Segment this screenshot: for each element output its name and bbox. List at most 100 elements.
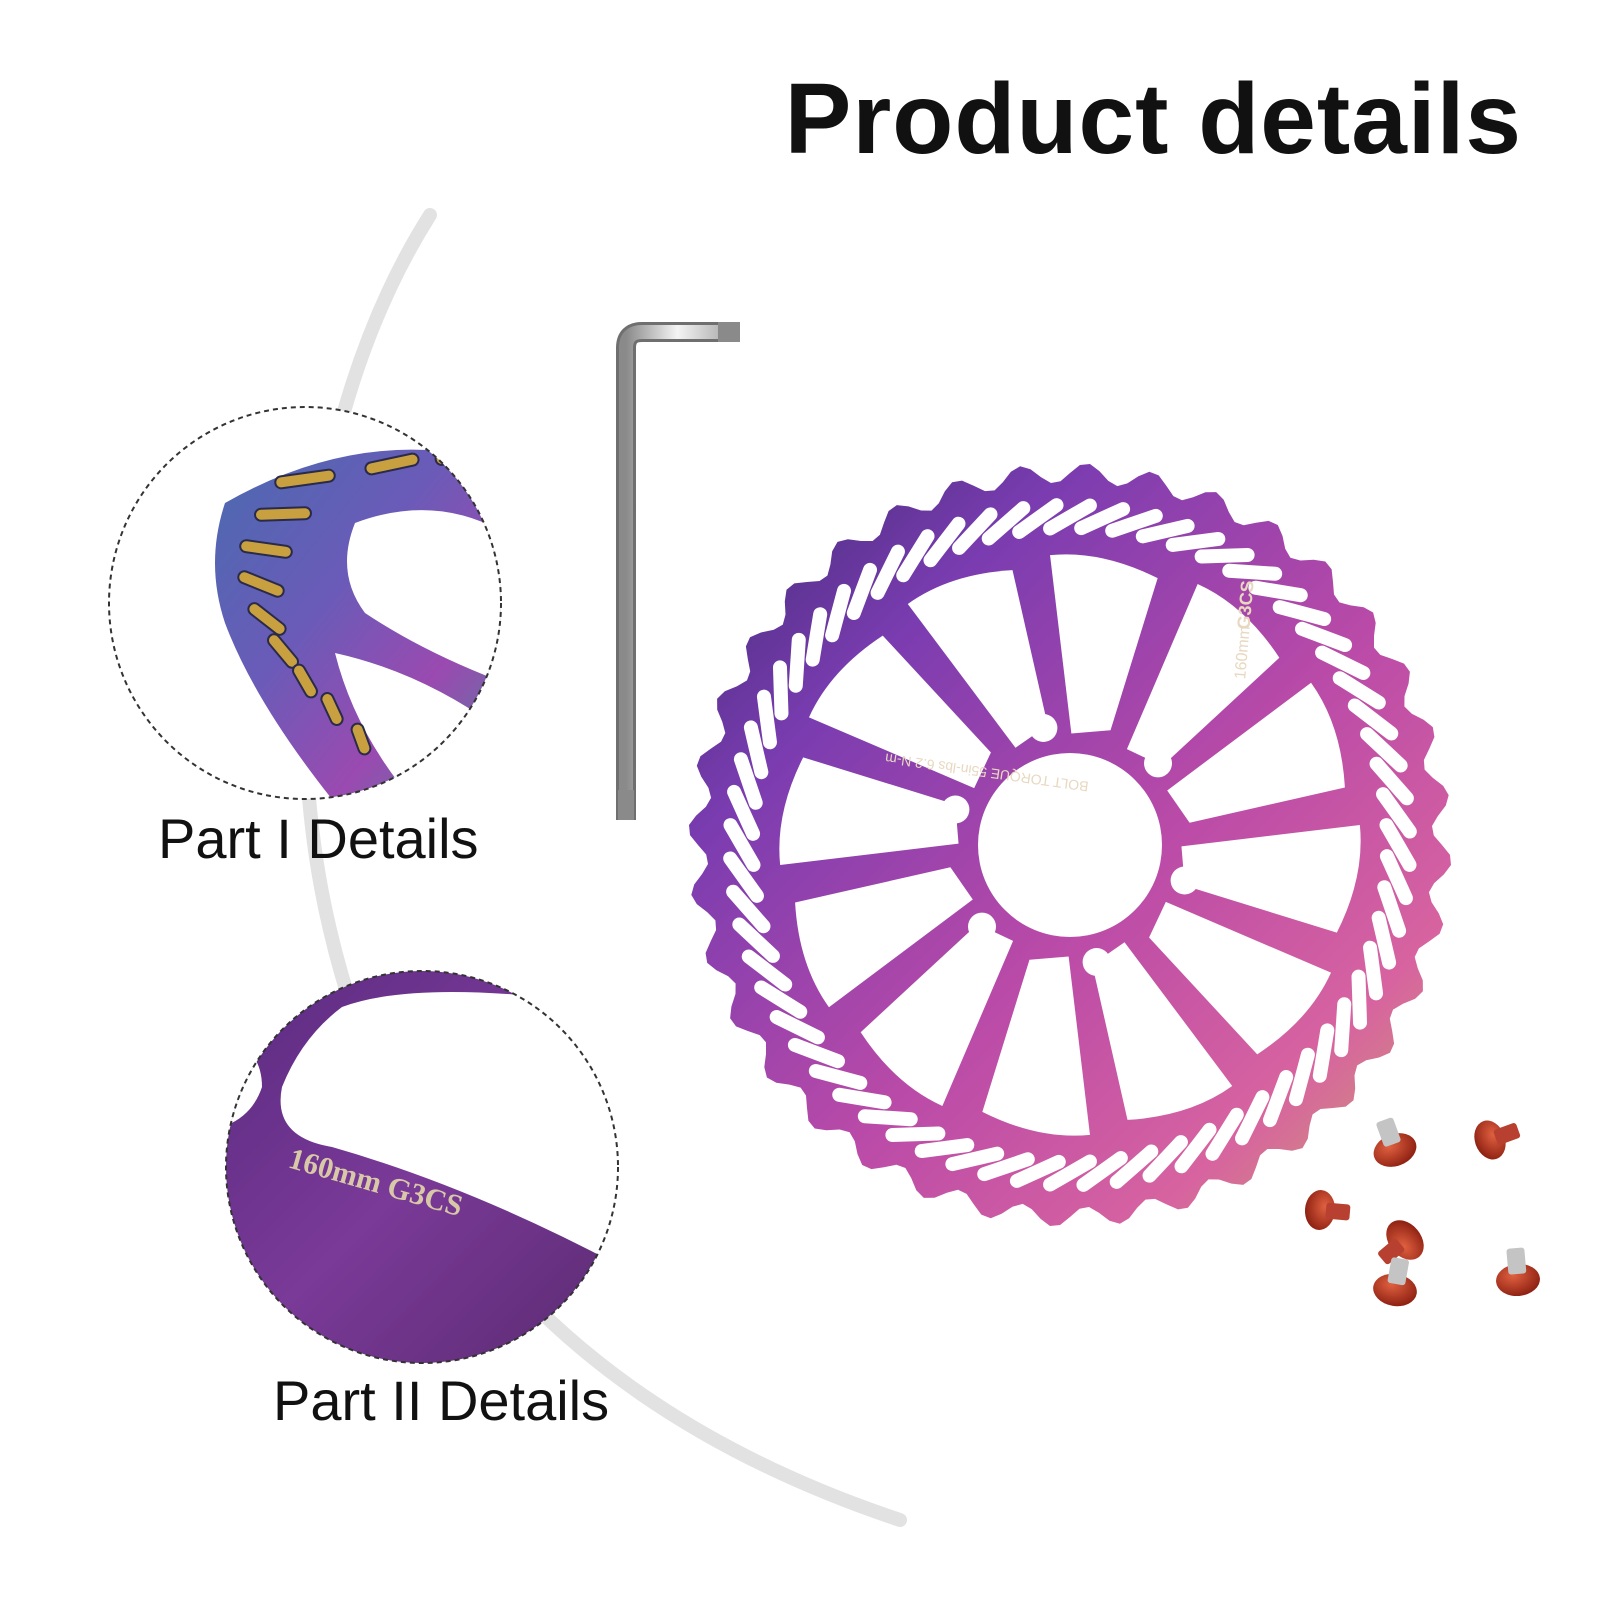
rotor-slot	[726, 884, 771, 934]
rotor-bolt-hole	[941, 795, 970, 824]
rotor-slot	[1135, 518, 1195, 544]
detail-circle-part-2: 160mm G3CS	[222, 967, 622, 1367]
rotor-slot	[1105, 508, 1163, 538]
rotor-bolt-icon	[1373, 1257, 1417, 1307]
rotor-slot	[1043, 1154, 1097, 1192]
rotor-bolt-hole	[1029, 714, 1058, 742]
rotor-slot	[727, 784, 761, 841]
rotor-slot	[1222, 563, 1283, 581]
rotor-slot	[1076, 1151, 1128, 1192]
detail-label-part-2: Part II Details	[273, 1369, 610, 1432]
rotor-slot	[732, 917, 780, 963]
rotor-slot	[832, 1087, 892, 1110]
rotor-slot	[787, 1037, 845, 1069]
rotor-slot	[1371, 910, 1397, 970]
rotor-slot	[723, 818, 761, 872]
rotor-slot	[1288, 1047, 1315, 1107]
rotor-slot	[952, 507, 998, 555]
rotor-slot	[1165, 531, 1226, 552]
rotor-slot	[1332, 671, 1386, 710]
rotor-slot	[1009, 1154, 1066, 1188]
rotor-slot	[870, 544, 905, 600]
rotor-slot	[805, 607, 828, 667]
rotor-slot	[923, 516, 966, 568]
rotor-cutout	[795, 867, 973, 1008]
rotor-slot	[1379, 849, 1413, 906]
rotor-slot	[846, 562, 878, 620]
rotor-slot	[896, 529, 935, 583]
rotor-cutout	[982, 956, 1090, 1136]
rotor-slot	[772, 660, 789, 721]
rotor-cutout	[1181, 825, 1361, 933]
rotor-slot	[914, 1138, 975, 1159]
rotor-cutout	[907, 570, 1048, 748]
rotor-slot	[1142, 1135, 1188, 1183]
torx-key-icon	[616, 322, 740, 820]
rotor-slot	[977, 1152, 1035, 1182]
rotor-slot	[885, 1126, 946, 1143]
rotor-cutout	[860, 924, 1014, 1107]
rotor-bolt-icon	[1496, 1247, 1540, 1297]
rotor-slot	[1363, 940, 1384, 1001]
rotor-cutout	[808, 635, 991, 789]
rotor-bolt-hole	[968, 912, 996, 941]
rotor-slot	[1262, 1070, 1294, 1128]
rotor-slot	[1369, 756, 1414, 806]
detail-label-part-1: Part I Details	[158, 807, 479, 870]
rotor-center-hole	[978, 753, 1162, 937]
rotor-slot	[1205, 1107, 1244, 1161]
rotor-bolt-icon	[1378, 1220, 1424, 1265]
rotor-slot	[1295, 621, 1353, 653]
rotor-slot	[1043, 498, 1097, 536]
rotor-slot	[1194, 547, 1255, 564]
rotor-cutout	[1149, 901, 1332, 1055]
rotor-slot	[1012, 498, 1064, 539]
rotor-slot	[945, 1146, 1005, 1172]
rotor-bolts	[1304, 1117, 1540, 1307]
rotor-cutout	[779, 757, 959, 865]
rotor-slot	[769, 1010, 825, 1045]
rotor-slot	[1312, 1023, 1335, 1083]
rotor-engraving-size: 160mm	[1232, 625, 1254, 680]
rotor-slot	[1235, 1090, 1270, 1146]
rotor-slot	[808, 1063, 868, 1090]
rotor-cutout	[1092, 942, 1233, 1120]
rotor-cutout	[1126, 583, 1280, 766]
rotor-slot	[1272, 600, 1332, 627]
rotor-slot	[756, 689, 777, 750]
rotor-slot	[1379, 818, 1417, 872]
rotor-bolt-icon	[1474, 1120, 1521, 1160]
disc-brake-rotor-icon: 160mm G3CS BOLT TORQUE 55in-lbs 6.2 N-m	[689, 464, 1451, 1226]
rotor-slot	[1334, 997, 1352, 1058]
rotor-slot	[1377, 880, 1407, 938]
rotor-cutout	[1167, 682, 1345, 823]
rotor-slot	[1360, 727, 1408, 773]
rotor-slot	[788, 632, 806, 693]
rotor-slot	[1351, 969, 1368, 1030]
rotor-slot	[723, 851, 764, 903]
detail-image-rotor-edge	[109, 407, 501, 799]
detail-image-engraving: 160mm G3CS	[226, 971, 618, 1363]
rotor-slot	[825, 583, 852, 643]
rotor-slot	[1248, 580, 1308, 603]
rotor-slot	[857, 1109, 918, 1127]
rotor-slot	[733, 752, 763, 810]
page-title: Product details	[784, 63, 1522, 175]
rotor-slot	[1347, 698, 1399, 741]
rotor-engraving-model: G3CS	[1233, 580, 1257, 631]
rotor-bolt-hole	[1082, 948, 1111, 976]
rotor-slot	[1109, 1144, 1159, 1189]
rotor-slot	[981, 501, 1031, 546]
rotor-bolt-hole	[1144, 749, 1172, 778]
rotor-slot	[741, 949, 793, 992]
detail-circle-part-1	[105, 403, 505, 803]
rotor-bolt-icon	[1304, 1190, 1351, 1230]
rotor-slot	[1315, 645, 1371, 680]
rotor-bolt-icon	[1373, 1117, 1417, 1167]
rotor-slot	[1376, 787, 1417, 839]
rotor-slot	[1174, 1122, 1217, 1174]
rotor-cutout	[1050, 554, 1158, 734]
rotor-slot	[1074, 502, 1131, 536]
rotor-slot	[754, 980, 808, 1019]
